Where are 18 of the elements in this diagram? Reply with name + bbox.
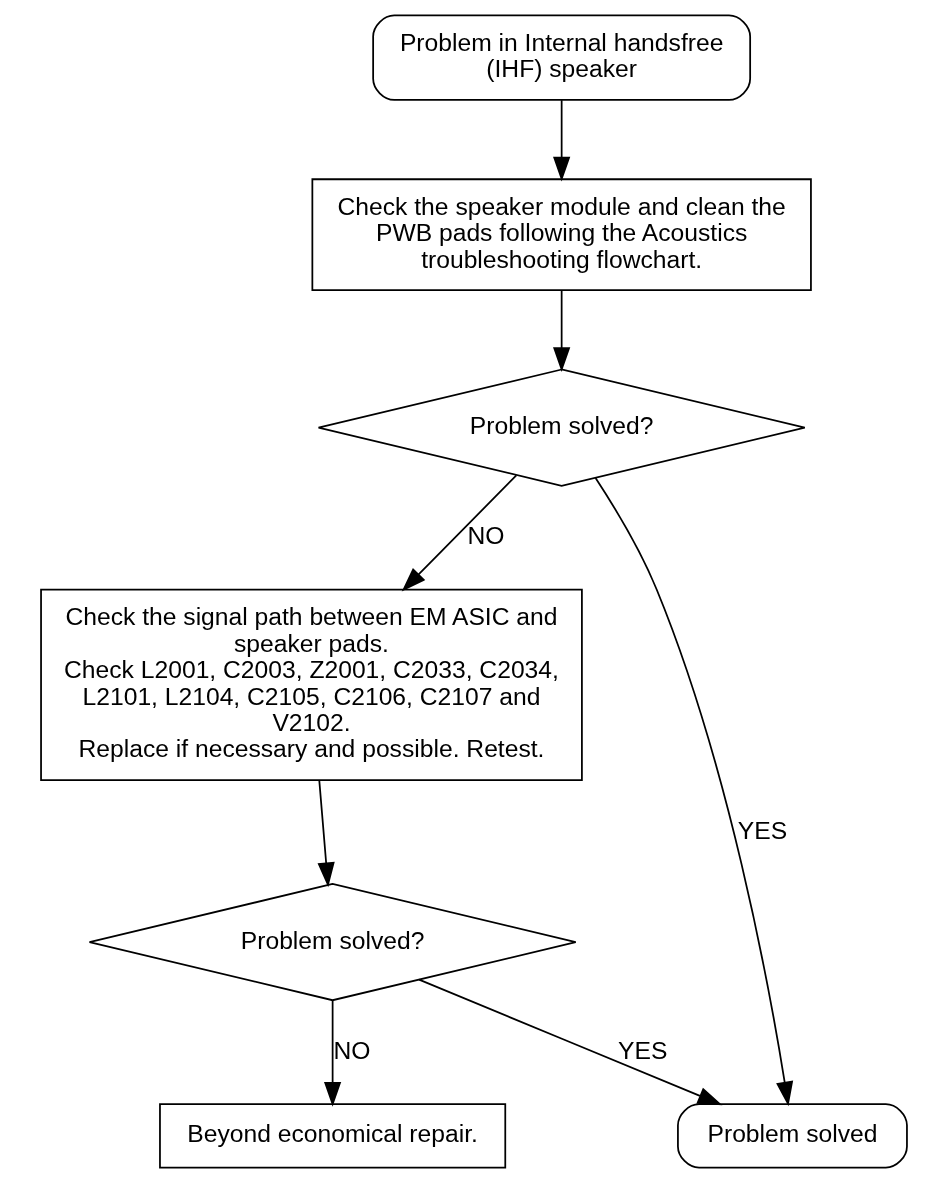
- node-box: Problem solved: [676, 1103, 908, 1169]
- arrow: [552, 289, 570, 373]
- node-box: Problem in Internal handsfree (IHF) speaker: [371, 14, 751, 101]
- edge-label: YES: [617, 1036, 667, 1064]
- node-diamond: Problem solved?: [88, 883, 577, 1002]
- node-diamond: Problem solved?: [317, 368, 806, 487]
- arrow: [317, 779, 335, 888]
- node-box: Check the speaker module and clean the PWB pads following the Acoustics troubleshooting flowchart.: [311, 178, 812, 292]
- arrow: [417, 978, 722, 1106]
- arrow: [323, 999, 341, 1107]
- arrow: [594, 477, 793, 1107]
- edge-label: NO: [466, 522, 504, 550]
- edge-label: YES: [737, 816, 787, 844]
- edge-label: NO: [333, 1036, 370, 1064]
- node-box: Check the signal path between EM ASIC and speaker pads. Check L2001, C2003, Z2001, C2033, C2034, L2101, L2104, C2105, C2106, C2107 and V2102. Replace if necessary and possible. Retest.: [39, 588, 583, 781]
- node-box: Beyond economical repair.: [158, 1103, 506, 1169]
- arrow: [552, 99, 570, 182]
- arrow: [401, 474, 517, 592]
